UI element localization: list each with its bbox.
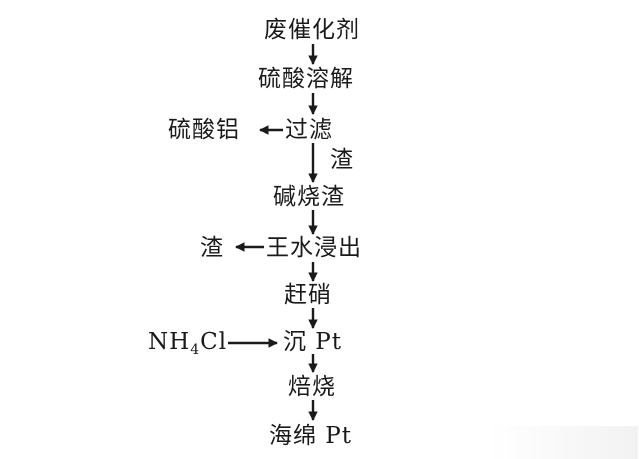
reagent-subscript: 4 [190,342,201,358]
side-leach-residue: 渣 [200,235,224,261]
step-filtration: 过滤 [285,117,333,143]
side-aluminum-sulfate: 硫酸铝 [168,117,240,143]
step-sponge-platinum: 海绵 Pt [269,423,353,449]
reagent-main-text: NH [148,329,191,355]
step-platinum-precipitation: 沉 Pt [283,329,343,355]
step-waste-catalyst: 废催化剂 [264,17,360,43]
step-denitration: 赶硝 [284,282,332,308]
reagent-ammonium-chloride: NH4Cl [148,328,227,359]
step-aqua-regia-leaching: 王水浸出 [266,235,362,261]
corner-watermark-area [488,426,638,459]
step-alkali-roasted-residue: 碱烧渣 [273,184,345,210]
step-sulfuric-acid-dissolution: 硫酸溶解 [258,66,354,92]
side-filter-residue: 渣 [330,147,354,173]
reagent-tail-text: Cl [200,329,228,355]
step-calcination: 焙烧 [288,374,336,400]
